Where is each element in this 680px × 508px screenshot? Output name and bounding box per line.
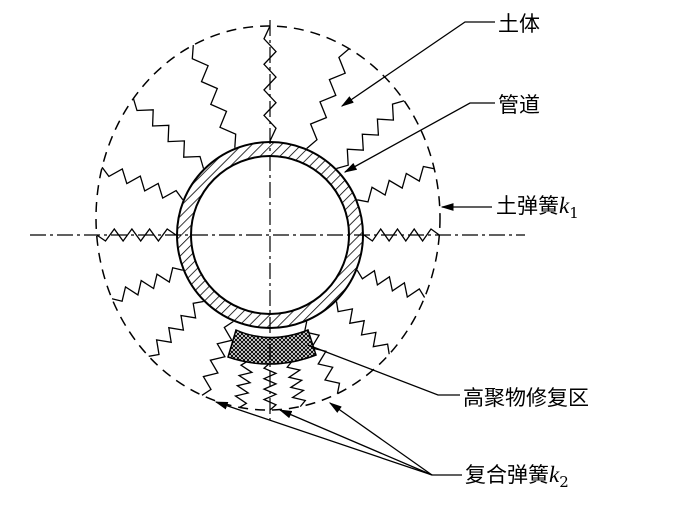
soil-spring-text: 土弹簧 — [496, 194, 559, 218]
soil-spring — [201, 320, 234, 396]
soil-spring — [303, 321, 341, 394]
repair-zone — [227, 328, 317, 365]
soil-spring — [357, 165, 435, 203]
soil-spring — [101, 166, 184, 201]
composite-spring-k: k — [549, 462, 560, 487]
soil-spring-sub: 1 — [569, 204, 579, 223]
composite-spring-leader-1 — [214, 401, 462, 476]
soil-spring — [336, 100, 405, 170]
soil-spring — [111, 267, 183, 302]
repair-zone-leader — [307, 344, 460, 396]
repair-zone-label: 高聚物修复区 — [463, 386, 589, 410]
composite-spring-leader-2 — [278, 409, 433, 476]
composite-spring — [233, 360, 254, 408]
soil-spring — [306, 48, 350, 149]
composite-spring-label: 复合弹簧k2 — [465, 459, 569, 491]
composite-spring — [286, 360, 307, 408]
soil-spring — [356, 269, 426, 299]
soil-spring-label: 土弹簧k1 — [496, 190, 579, 222]
soil-boundary — [95, 25, 441, 411]
soil-spring — [96, 227, 177, 243]
soil-spring — [132, 98, 205, 169]
composite-spring-text: 复合弹簧 — [465, 463, 549, 487]
soil-leader — [340, 21, 495, 107]
composite-spring-leader-3 — [328, 402, 433, 476]
soil-spring — [191, 45, 237, 148]
soil-spring — [148, 300, 204, 357]
composite-spring-sub: 2 — [559, 473, 569, 492]
soil-spring — [335, 301, 390, 355]
soil-label: 土体 — [498, 12, 540, 36]
soil-spring-k: k — [559, 193, 570, 218]
pipe-leader — [343, 102, 495, 173]
pipe-label: 管道 — [498, 93, 540, 117]
